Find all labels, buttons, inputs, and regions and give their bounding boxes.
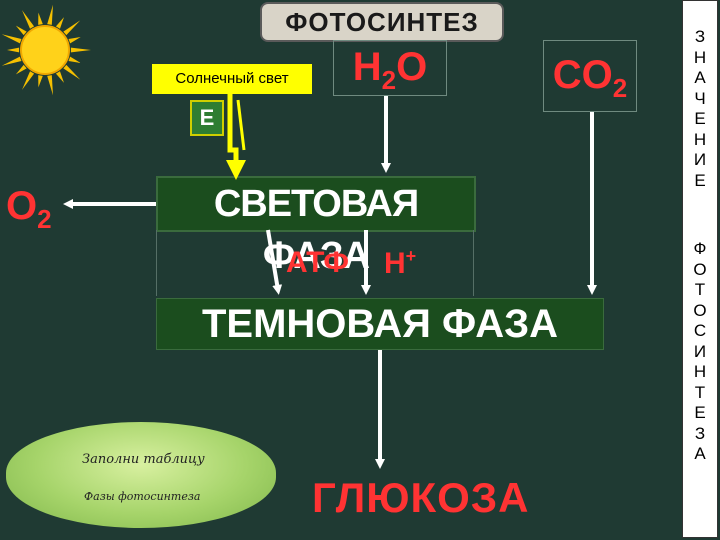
sun-ray: [70, 47, 91, 53]
water-end: O: [396, 45, 428, 89]
sun-ray: [38, 75, 43, 88]
co2-main: CO: [552, 53, 613, 97]
phase-connector-frame: [156, 230, 474, 296]
sun-ray: [15, 64, 27, 75]
sunlight-arrow: [226, 94, 246, 180]
side-letter: А: [694, 444, 706, 463]
sun-ray: [63, 20, 81, 36]
sun-ray: [1, 56, 22, 66]
o2-main: O: [6, 184, 38, 228]
side-letter: Н: [693, 362, 707, 381]
sunlight-label: Солнечный свет: [152, 64, 312, 94]
co2-formula: CO2: [543, 40, 637, 112]
side-letter: И: [693, 150, 707, 169]
sun-icon: [1, 4, 91, 96]
side-letter: Т: [694, 382, 706, 402]
glucose-label: ГЛЮКОЗА: [312, 474, 530, 521]
co2-sub: 2: [612, 73, 628, 103]
dark-phase-box: ТЕМНОВАЯ ФАЗА: [156, 298, 604, 350]
sun-ray: [15, 25, 27, 36]
side-letter: О: [693, 259, 707, 279]
page-title: ФОТОСИНТЕЗ: [260, 2, 504, 42]
side-letter: Н: [693, 47, 707, 67]
sun-ray: [7, 47, 20, 53]
side-letter: З: [694, 27, 706, 46]
light-phase-box: СВЕТОВАЯ ФАЗА: [156, 176, 476, 277]
task-line1: Заполни таблицу: [82, 452, 205, 467]
sun-ray: [22, 71, 35, 90]
side-letter: С: [693, 321, 707, 340]
sun-ray: [68, 56, 81, 63]
side-letter: Е: [694, 403, 706, 422]
water-formula: H2O: [333, 40, 447, 96]
side-letter: Ф: [693, 239, 707, 258]
side-letter: О: [693, 300, 707, 320]
atp-label: АТФ: [286, 246, 349, 279]
sun-ray: [22, 10, 35, 29]
side-letter: Ч: [694, 88, 706, 108]
sun-ray: [68, 37, 81, 44]
sun-ray: [55, 17, 64, 29]
sun-ray: [55, 71, 64, 83]
sun-ray: [47, 4, 53, 25]
sun-ray: [1, 34, 22, 44]
side-letter: А: [694, 68, 706, 87]
task-line2: Фазы фотосинтеза: [84, 490, 201, 503]
task-button[interactable]: [6, 422, 276, 528]
hplus-label: H+: [384, 246, 416, 281]
sun-ray: [38, 12, 43, 25]
hplus-main: H: [384, 247, 406, 280]
side-letter: Е: [694, 170, 706, 190]
o2-sub: 2: [37, 204, 52, 234]
sun-ray: [63, 64, 81, 80]
side-letter: Н: [693, 129, 707, 149]
energy-label: Е: [190, 100, 224, 136]
o2-formula: O2: [6, 184, 52, 235]
side-letter: Е: [694, 109, 706, 128]
sunlight-side-line: [236, 99, 246, 151]
water-main: H: [352, 45, 382, 89]
hplus-sup: +: [405, 246, 417, 266]
side-letter: З: [694, 423, 706, 443]
water-sub: 2: [381, 65, 397, 95]
sun-ray: [47, 75, 53, 96]
side-letter: Т: [694, 280, 706, 299]
side-letter: И: [693, 341, 707, 361]
